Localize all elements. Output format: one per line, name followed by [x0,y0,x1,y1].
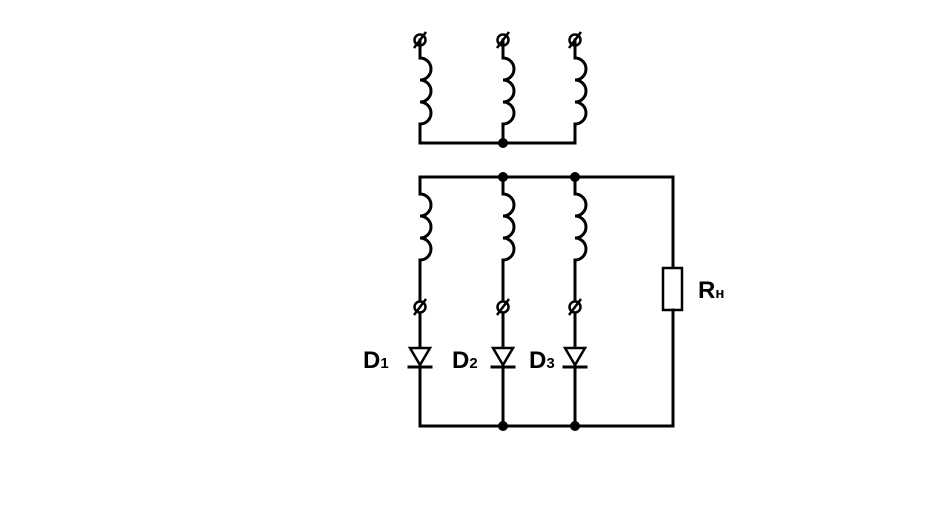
secondary-branch-1 [407,175,433,428]
diode-d2-icon [490,346,516,369]
secondary-branch-3 [562,175,588,428]
diode-d1-icon [407,346,433,369]
primary-winding-2 [496,31,516,145]
terminal-icon [496,33,510,47]
secondary-branch-2 [490,175,516,428]
terminal-icon [568,33,582,47]
diode-d3-label: D3 [529,347,555,374]
primary-winding-3 [568,31,588,145]
resistor-icon [661,266,684,312]
primary-winding-1 [413,31,433,145]
load-resistor-label: Rн [698,277,724,304]
primary-neutral-node [498,138,508,148]
diode-d1-label: D1 [363,347,389,374]
load-branch [661,175,684,428]
diode-d2-label: D2 [452,347,478,374]
diode-d3-icon [562,346,588,369]
terminal-icon [413,33,427,47]
